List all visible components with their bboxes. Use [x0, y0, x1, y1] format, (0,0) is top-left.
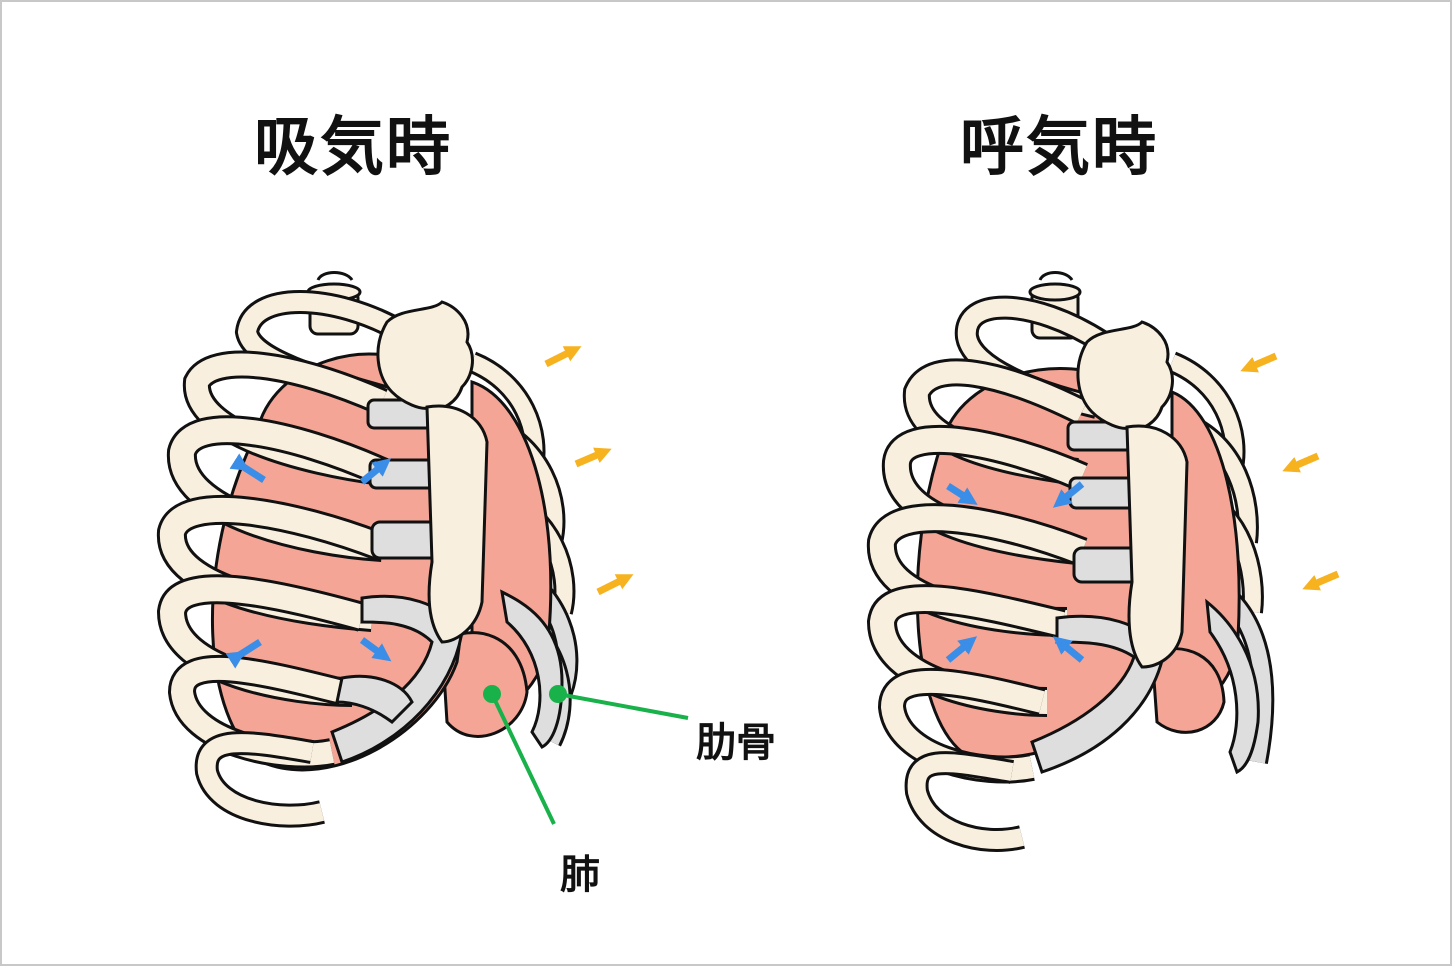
- orange-arrow-icon: [1282, 452, 1320, 473]
- blue-arrow-icon: [946, 483, 978, 505]
- label-lung: 肺: [560, 852, 600, 898]
- orange-arrow-icon: [1240, 352, 1278, 373]
- front-ribs: [156, 290, 408, 828]
- costal-cartilage: [330, 398, 564, 764]
- blue-arrow-icon: [229, 453, 266, 483]
- blue-arrow-icon: [359, 637, 392, 662]
- inward-arrows-exhale: [1240, 352, 1340, 591]
- orange-arrow-icon: [544, 346, 582, 368]
- blue-arrow-icon: [1052, 481, 1085, 508]
- title-exhale: 呼気時: [960, 111, 1158, 185]
- sternum-exhale: [1076, 320, 1189, 669]
- label-rib: 肋骨: [696, 720, 776, 766]
- orange-arrow-icon: [596, 574, 634, 596]
- blue-arrow-icon: [225, 639, 262, 669]
- ribcage-exhale: [866, 271, 1340, 852]
- blue-arrow-icon: [945, 636, 978, 663]
- contraction-arrows-exhale: [945, 481, 1085, 663]
- expansion-arrows-inhale: [225, 453, 392, 669]
- leader-lines: [483, 685, 689, 825]
- blue-arrow-icon: [1052, 636, 1085, 663]
- leader-line-rib: [557, 692, 689, 720]
- leader-dot-lung: [483, 685, 501, 703]
- title-inhale: 吸気時: [254, 111, 452, 185]
- blue-arrow-icon: [359, 458, 392, 485]
- lung-bottom-inhale: [440, 631, 529, 738]
- leader-dot-rib: [549, 685, 567, 703]
- sternum: [376, 300, 489, 644]
- orange-arrow-icon: [574, 447, 612, 468]
- orange-arrow-icon: [1302, 570, 1340, 591]
- leader-line-lung: [490, 693, 556, 825]
- outward-arrows-inhale: [544, 346, 634, 596]
- front-ribs-exhale: [866, 295, 1109, 852]
- ribcage-inhale: [156, 271, 689, 828]
- lung-bottom-exhale: [1150, 647, 1226, 734]
